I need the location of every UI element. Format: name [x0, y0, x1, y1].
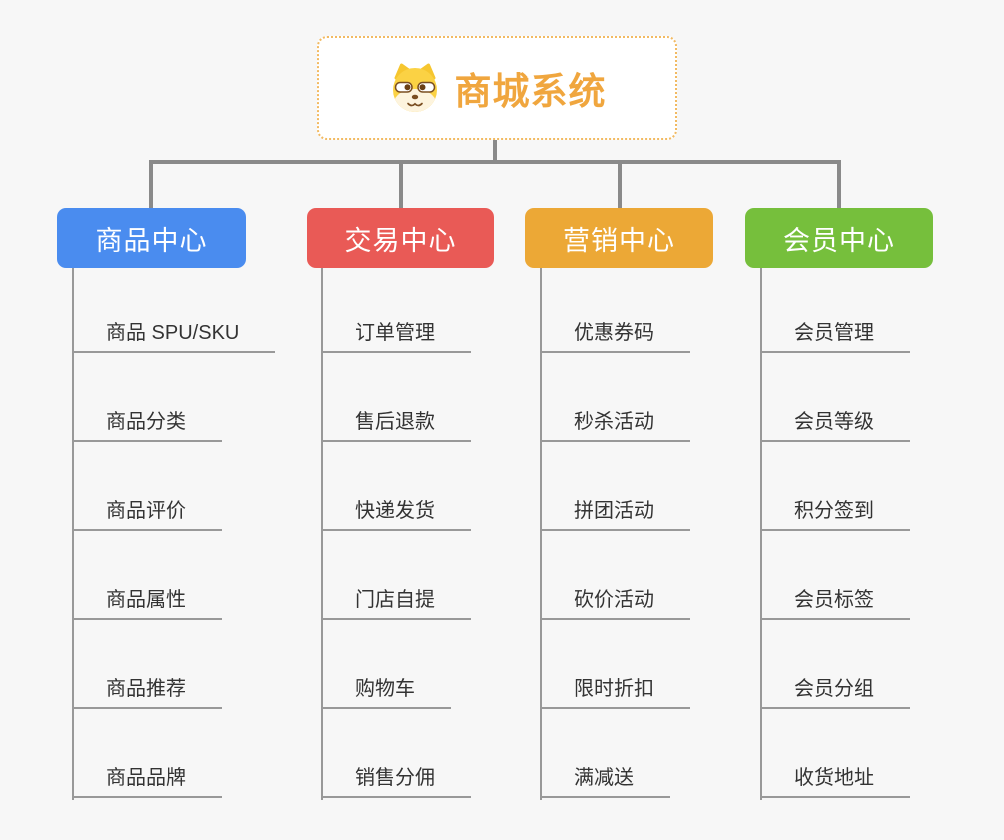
- leaf-node[interactable]: 售后退款: [321, 410, 471, 442]
- trunk-line-product: [72, 268, 74, 800]
- leaf-node[interactable]: 满减送: [540, 766, 670, 798]
- leaf-node[interactable]: 购物车: [321, 677, 451, 709]
- connector-horizontal-bar: [149, 160, 841, 164]
- branch-member-center[interactable]: 会员中心: [745, 208, 933, 268]
- leaf-node[interactable]: 会员等级: [760, 410, 910, 442]
- leaf-node[interactable]: 收货地址: [760, 766, 910, 798]
- connector-stub-member: [837, 162, 841, 209]
- leaf-node[interactable]: 快递发货: [321, 499, 471, 531]
- leaf-node[interactable]: 积分签到: [760, 499, 910, 531]
- connector-stub-marketing: [618, 162, 622, 209]
- leaf-node[interactable]: 商品属性: [72, 588, 222, 620]
- leaf-node[interactable]: 商品分类: [72, 410, 222, 442]
- root-title: 商城系统: [454, 71, 607, 112]
- leaf-node[interactable]: 会员管理: [760, 321, 910, 353]
- leaf-node[interactable]: 拼团活动: [540, 499, 690, 531]
- connector-stub-product: [149, 162, 153, 209]
- trunk-line-trade: [321, 268, 323, 800]
- branch-marketing-center[interactable]: 营销中心: [525, 208, 713, 268]
- trunk-line-member: [760, 268, 762, 800]
- dog-face-icon: [388, 63, 442, 113]
- leaf-node[interactable]: 订单管理: [321, 321, 471, 353]
- leaf-node[interactable]: 限时折扣: [540, 677, 690, 709]
- leaf-node[interactable]: 会员分组: [760, 677, 910, 709]
- leaf-node[interactable]: 会员标签: [760, 588, 910, 620]
- leaf-node[interactable]: 秒杀活动: [540, 410, 690, 442]
- branch-trade-center[interactable]: 交易中心: [307, 208, 494, 268]
- leaf-node[interactable]: 商品品牌: [72, 766, 222, 798]
- leaf-node[interactable]: 销售分佣: [321, 766, 471, 798]
- branch-product-center[interactable]: 商品中心: [57, 208, 246, 268]
- leaf-node[interactable]: 门店自提: [321, 588, 471, 620]
- leaf-node[interactable]: 优惠券码: [540, 321, 690, 353]
- root-node[interactable]: 商城系统: [317, 36, 677, 140]
- leaf-node[interactable]: 商品 SPU/SKU: [72, 321, 276, 353]
- trunk-line-marketing: [540, 268, 542, 800]
- connector-root-stub: [493, 140, 497, 162]
- leaf-node[interactable]: 砍价活动: [540, 588, 690, 620]
- leaf-node[interactable]: 商品推荐: [72, 677, 222, 709]
- connector-stub-trade: [399, 162, 403, 209]
- leaf-node[interactable]: 商品评价: [72, 499, 222, 531]
